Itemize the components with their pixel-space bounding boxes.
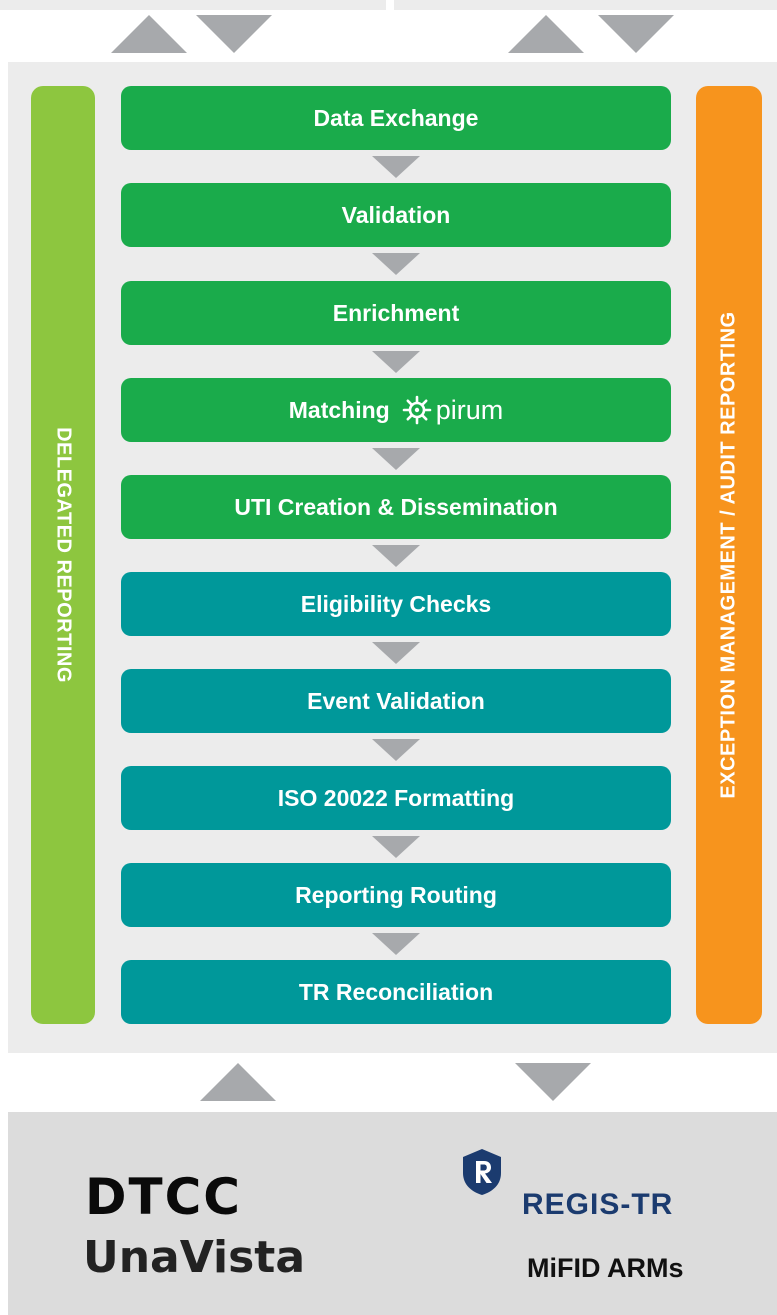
pirum-logo: pirum: [402, 394, 504, 426]
down-arrow-icon: [196, 15, 272, 53]
step-label: Reporting Routing: [295, 881, 497, 908]
connector-arrow-icon: [372, 448, 420, 470]
connector-arrow-icon: [372, 739, 420, 761]
step-matching: Matching pirum: [121, 378, 671, 442]
step-label: ISO 20022 Formatting: [277, 784, 515, 811]
step-eligibility-checks: Eligibility Checks: [121, 572, 671, 636]
down-arrow-icon: [515, 1063, 591, 1101]
connector-arrow-icon: [372, 253, 420, 275]
up-arrow-icon: [200, 1063, 276, 1101]
regis-tr-mark-icon: [463, 1149, 501, 1195]
step-tr-reconciliation: TR Reconciliation: [121, 960, 671, 1024]
dtcc-logo: DTCC: [85, 1168, 242, 1226]
step-label: Data Exchange: [313, 104, 479, 131]
regis-tr-logo: REGIS-TR: [522, 1188, 674, 1221]
step-label: Eligibility Checks: [300, 590, 492, 617]
step-validation: Validation: [121, 183, 671, 247]
step-enrichment: Enrichment: [121, 281, 671, 345]
step-label: Event Validation: [307, 687, 485, 714]
step-label: UTI Creation & Dissemination: [234, 493, 558, 520]
step-label: Validation: [341, 201, 451, 228]
destinations-panel: [8, 1112, 777, 1315]
connector-arrow-icon: [372, 545, 420, 567]
step-label: TR Reconciliation: [298, 978, 494, 1005]
connector-arrow-icon: [372, 836, 420, 858]
pirum-wordmark: pirum: [435, 394, 504, 425]
exception-reporting-label: EXCEPTION MANAGEMENT / AUDIT REPORTING: [717, 311, 740, 799]
mifid-arms-label: MiFID ARMs: [527, 1253, 684, 1283]
step-reporting-routing: Reporting Routing: [121, 863, 671, 927]
up-arrow-icon: [508, 15, 584, 53]
down-arrow-icon: [598, 15, 674, 53]
step-data-exchange: Data Exchange: [121, 86, 671, 150]
connector-arrow-icon: [372, 351, 420, 373]
step-event-validation: Event Validation: [121, 669, 671, 733]
exception-reporting-bar: EXCEPTION MANAGEMENT / AUDIT REPORTING: [696, 86, 762, 1024]
step-label: Enrichment: [332, 299, 460, 326]
pirum-gear-icon: [402, 395, 432, 425]
connector-arrow-icon: [372, 933, 420, 955]
connector-arrow-icon: [372, 642, 420, 664]
top-strip-right: [394, 0, 777, 10]
delegated-reporting-bar: DELEGATED REPORTING: [31, 86, 95, 1024]
step-uti-creation: UTI Creation & Dissemination: [121, 475, 671, 539]
delegated-reporting-label: DELEGATED REPORTING: [52, 427, 75, 683]
step-label: Matching: [288, 396, 390, 423]
unavista-logo: UnaVista: [83, 1232, 306, 1283]
top-strip-left: [0, 0, 386, 10]
connector-arrow-icon: [372, 156, 420, 178]
up-arrow-icon: [111, 15, 187, 53]
step-iso-formatting: ISO 20022 Formatting: [121, 766, 671, 830]
